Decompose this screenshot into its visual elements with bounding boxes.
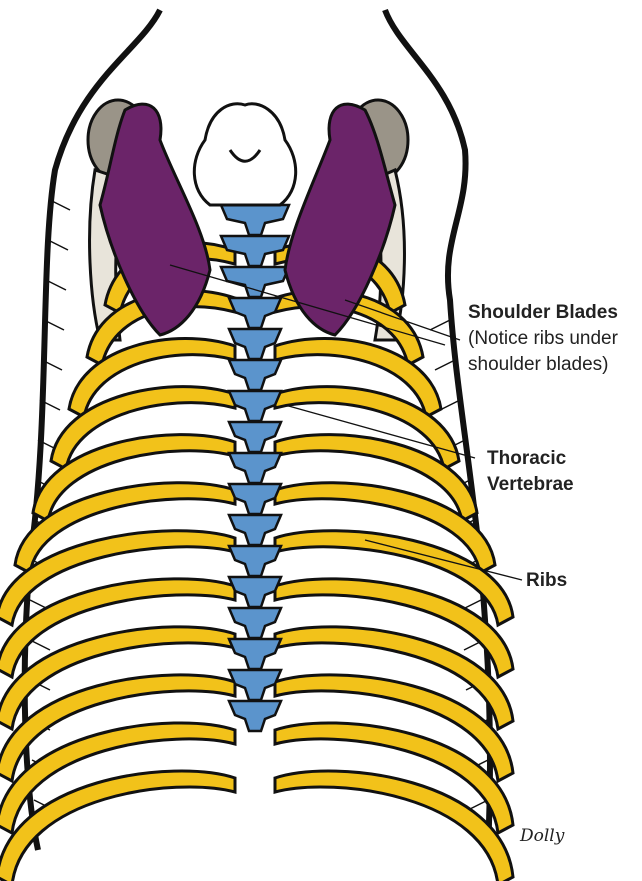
vertebra bbox=[229, 453, 281, 483]
shoulder-blades-note-line2: shoulder blades) bbox=[468, 352, 608, 378]
shoulder-blades-note-line1: (Notice ribs under bbox=[468, 326, 618, 352]
vertebra bbox=[229, 701, 281, 731]
ribs-label: Ribs bbox=[526, 568, 567, 594]
artist-signature: Dolly bbox=[520, 826, 564, 846]
vertebra bbox=[221, 205, 289, 235]
vertebra bbox=[229, 298, 281, 328]
vertebra bbox=[229, 329, 281, 359]
vertebra bbox=[229, 515, 281, 545]
vertebra bbox=[229, 360, 281, 390]
vertebra bbox=[229, 608, 281, 638]
skull-base bbox=[194, 104, 295, 205]
vertebra bbox=[221, 267, 289, 297]
vertebra bbox=[229, 639, 281, 669]
thoracic-vertebrae bbox=[221, 205, 289, 731]
shoulder-blades-label: Shoulder Blades bbox=[468, 300, 618, 326]
thoracic-vertebrae-label-line2: Vertebrae bbox=[487, 472, 574, 498]
thoracic-vertebrae-label-line1: Thoracic bbox=[487, 446, 566, 472]
vertebra bbox=[229, 391, 281, 421]
vertebra bbox=[229, 484, 281, 514]
vertebra bbox=[229, 577, 281, 607]
vertebra bbox=[229, 546, 281, 576]
vertebra bbox=[229, 422, 281, 452]
vertebra bbox=[229, 670, 281, 700]
